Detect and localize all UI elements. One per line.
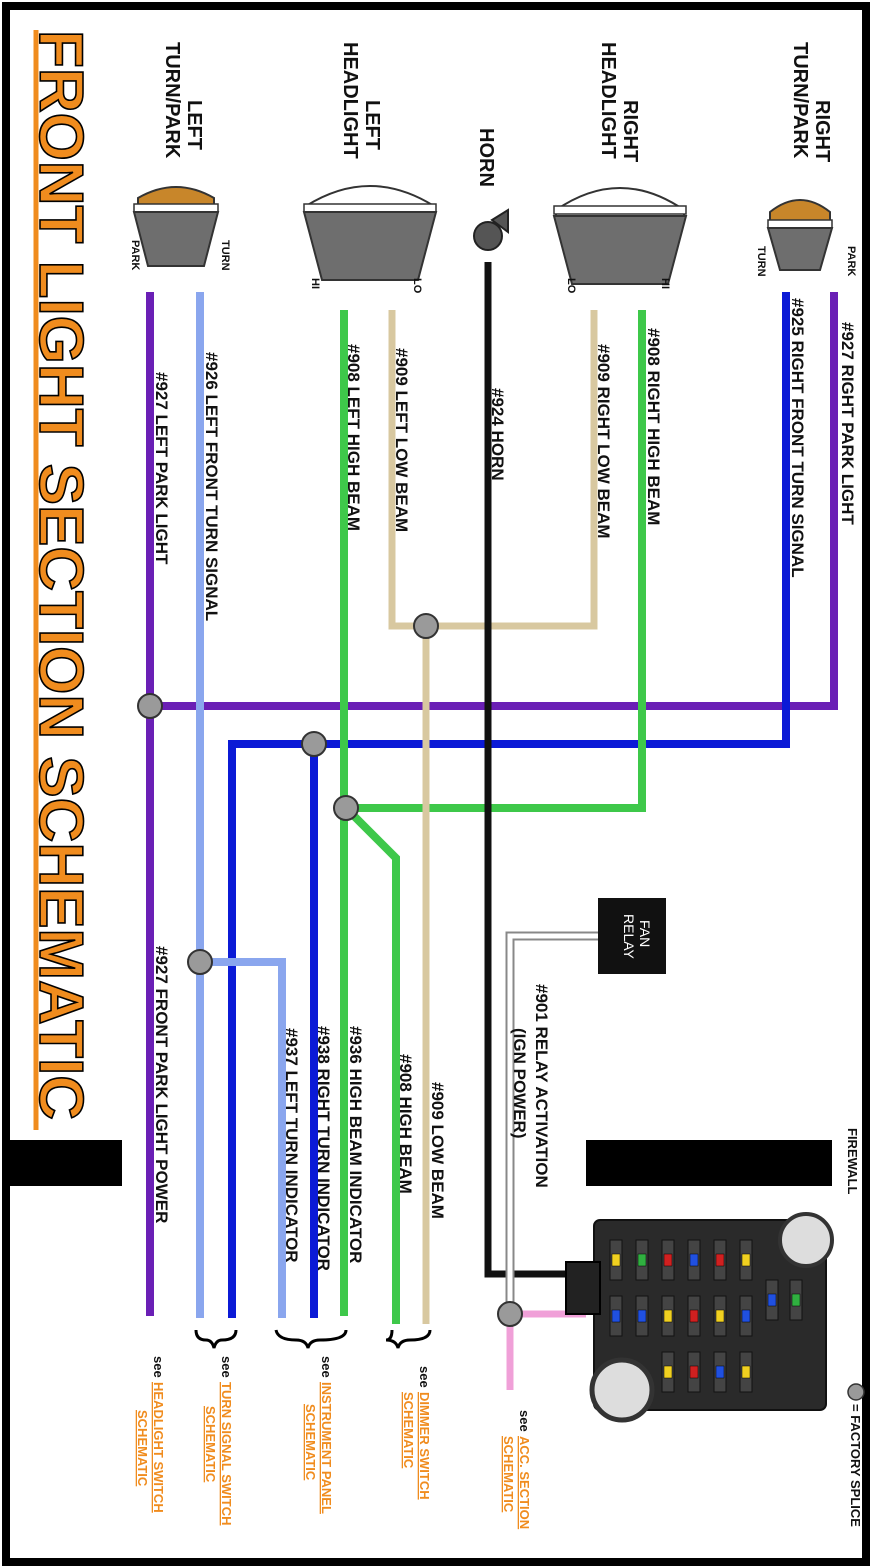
left-park-terminal: PARK — [129, 240, 141, 270]
wire-925-right-turn — [228, 292, 790, 1318]
ref-dimmer-line2: SCHEMATIC — [401, 1392, 416, 1469]
wire-label-927-front-park: #927 FRONT PARK LIGHT POWER — [152, 946, 171, 1223]
ref-turn-line1: TURN SIGNAL SWITCH — [219, 1382, 234, 1525]
right-turn-park-lamp — [766, 199, 834, 271]
left-lo-terminal: LO — [411, 278, 423, 294]
ref-acc-see: see — [517, 1410, 532, 1432]
wire-909-left-low — [388, 310, 430, 1324]
wire-label-909-left-low: #909 LEFT LOW BEAM — [392, 348, 411, 532]
left-headlight-label-1: LEFT — [361, 100, 383, 150]
wire-label-901-relay-1: #901 RELAY ACTIVATION — [532, 984, 551, 1188]
right-turn-park-label-2: TURN/PARK — [789, 42, 811, 159]
wire-label-938-right-indicator: #938 RIGHT TURN INDICATOR — [314, 1026, 333, 1271]
wire-label-908-left-high: #908 LEFT HIGH BEAM — [344, 344, 363, 531]
splice-low-beam — [413, 613, 439, 639]
ref-turn-line2: SCHEMATIC — [203, 1406, 218, 1483]
ref-acc-line2: SCHEMATIC — [501, 1436, 516, 1513]
left-hi-terminal: HI — [309, 278, 321, 289]
left-headlight — [302, 185, 438, 281]
wire-label-936-indicator: #936 HIGH BEAM INDICATOR — [346, 1026, 365, 1263]
splice-park-light — [137, 693, 163, 719]
factory-splices — [137, 613, 523, 1327]
splice-high-beam — [333, 795, 359, 821]
wire-label-937-left-indicator: #937 LEFT TURN INDICATOR — [282, 1028, 301, 1263]
horn-label: HORN — [475, 128, 497, 187]
legend-splice-label: = FACTORY SPLICE — [848, 1404, 863, 1527]
left-turn-terminal: TURN — [219, 240, 231, 271]
fan-relay-box — [598, 898, 666, 974]
wire-label-927-left-park: #927 LEFT PARK LIGHT — [152, 372, 171, 565]
left-headlight-label-2: HEADLIGHT — [339, 42, 361, 159]
wire-label-927-right-park: #927 RIGHT PARK LIGHT — [838, 322, 857, 525]
wire-label-908-right-high: #908 RIGHT HIGH BEAM — [644, 328, 663, 525]
right-headlight — [552, 187, 688, 285]
ref-instrument-see: see — [319, 1356, 334, 1378]
wire-label-901-relay-2: (IGN POWER) — [510, 1028, 529, 1139]
wire-937-left-turn-indicator — [200, 958, 286, 1318]
firewall-bar-right — [586, 1140, 832, 1186]
legend-splice-icon — [847, 1383, 865, 1401]
right-headlight-label-2: HEADLIGHT — [597, 42, 619, 159]
wire-label-925-right-turn: #925 RIGHT FRONT TURN SIGNAL — [788, 298, 807, 578]
wire-924-horn — [484, 262, 580, 1278]
firewall-label: FIREWALL — [845, 1128, 860, 1194]
left-turn-park-label-2: TURN/PARK — [161, 42, 183, 159]
right-lo-terminal: LO — [565, 278, 577, 294]
right-turn-park-label-1: RIGHT — [811, 100, 833, 162]
fan-relay-label-1: FAN — [637, 920, 653, 947]
ref-turn-see: see — [219, 1356, 234, 1378]
wire-label-909-right-low: #909 RIGHT LOW BEAM — [594, 344, 613, 539]
wire-label-908-high: #908 HIGH BEAM — [396, 1054, 415, 1194]
splice-left-turn — [187, 949, 213, 975]
wire-908-high-beam-branch — [343, 805, 400, 1324]
firewall-bar-left — [10, 1140, 122, 1186]
wire-label-909-low: #909 LOW BEAM — [428, 1082, 447, 1219]
ref-headlight-line2: SCHEMATIC — [135, 1410, 150, 1487]
right-park-terminal: PARK — [845, 246, 857, 276]
wire-label-926-left-turn: #926 LEFT FRONT TURN SIGNAL — [202, 352, 221, 621]
splice-acc — [497, 1301, 523, 1327]
wire-label-924-horn: #924 HORN — [488, 388, 507, 481]
left-turn-park-label-1: LEFT — [183, 100, 205, 150]
left-turn-park-lamp — [132, 186, 220, 267]
horn-icon — [473, 208, 509, 251]
ref-acc-line1: ACC. SECTION — [517, 1436, 532, 1529]
reference-braces — [194, 1329, 432, 1349]
fuse-box — [565, 1212, 834, 1423]
wire-909-right-low — [426, 310, 598, 630]
right-hi-terminal: HI — [659, 278, 671, 289]
right-headlight-label-1: RIGHT — [619, 100, 641, 162]
wire-901-relay-activation-core — [507, 933, 600, 1314]
ref-dimmer-line1: DIMMER SWITCH — [417, 1392, 432, 1500]
ref-dimmer-see: see — [417, 1366, 432, 1388]
ref-headlight-line1: HEADLIGHT SWITCH — [151, 1382, 166, 1513]
wire-927-right-park — [150, 292, 838, 710]
ref-instrument-line1: INSTRUMENT PANEL — [319, 1382, 334, 1514]
wire-908-right-high — [346, 310, 646, 812]
right-turn-terminal: TURN — [755, 246, 767, 277]
splice-right-turn — [301, 731, 327, 757]
ref-instrument-line2: SCHEMATIC — [303, 1404, 318, 1481]
fan-relay-label-2: RELAY — [621, 914, 637, 960]
ref-headlight-see: see — [151, 1356, 166, 1378]
